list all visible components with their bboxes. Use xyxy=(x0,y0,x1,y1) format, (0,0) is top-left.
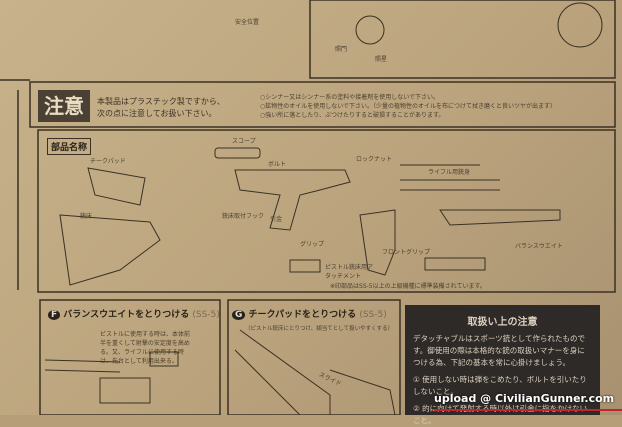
parts-title: 部品名称 xyxy=(47,138,92,155)
line-drawings xyxy=(0,0,616,415)
handling-body: デタッチャブルはスポーツ銃として作られたものです。御使用の際は本格的な銃の取扱い… xyxy=(413,334,586,367)
part-label: ライフル用銃身 xyxy=(428,169,471,176)
section-f-title: F バランスウエイトをとりつける (SS-5) xyxy=(48,307,220,320)
safety-position-label: 安全位置 xyxy=(235,19,260,26)
caution-note: ○強い所に落としたり、ぶつけたりすると破損することがあります。 xyxy=(260,112,445,119)
gun-parts-drawing xyxy=(44,2,603,415)
part-label: ピストル銃床用アタッチメント xyxy=(325,264,374,280)
caution-line-2: 次の点に注意してお扱い下さい。 xyxy=(97,109,217,118)
section-g-sub: （ピストル銃床にとりつけ、頬当てとして扱いやすくする） xyxy=(245,326,394,332)
handling-item: ① 使用しない時は弾をこめたり、ボルトを引いたりしないこと。 xyxy=(413,375,587,396)
parts-box xyxy=(37,129,616,293)
watermark-underline xyxy=(434,409,622,411)
part-label: ロックナット xyxy=(356,156,393,163)
handling-title: 取扱い上の注意 xyxy=(467,317,538,328)
part-label: 銃床 xyxy=(80,213,93,220)
part-label: チークパッド xyxy=(90,158,126,165)
caution-heading: 注意 xyxy=(38,90,90,122)
section-g-title: G チークパッドをとりつける (SS-5) xyxy=(232,307,387,320)
part-label: 引金 xyxy=(270,216,283,223)
part-label: ボルト xyxy=(268,161,287,168)
handling-item: ② 的に向けて発射する時以外は引金に指をかけないこと。 xyxy=(413,404,587,425)
rear-sight-label: 照門 xyxy=(335,46,348,53)
section-badge: G xyxy=(232,310,246,320)
section-badge: F xyxy=(48,310,61,320)
caution-line-1: 本製品はプラスチック製ですから、 xyxy=(97,97,225,106)
watermark: upload @ CivilianGunner.com xyxy=(434,392,615,405)
part-label: フロントグリップ xyxy=(382,249,431,256)
section-f-body: ピストルに使用する時は、本体前半を重くして射撃の安定度を高める。又、ライフルに使… xyxy=(100,331,191,365)
part-label: 銃床取付フック xyxy=(222,213,265,220)
parts-footnote: ※印部品はSS-5以上の上級機種に標準装備されています。 xyxy=(330,283,486,290)
caution-note: ○シンナー又はシンナー系の塗料や接着剤を使用しないで下さい。 xyxy=(260,94,440,101)
part-label: バランスウエイト xyxy=(515,243,563,250)
caution-note: ○鉱物性のオイルを使用しないで下さい。（少量の植物性のオイルを布につけて拭き磨く… xyxy=(260,103,557,110)
front-sight-label: 照星 xyxy=(375,56,388,63)
part-label: グリップ xyxy=(300,241,325,248)
caution-box xyxy=(29,81,616,128)
part-label: スコープ xyxy=(232,138,256,145)
handling-precautions-box: 取扱い上の注意 デタッチャブルはスポーツ銃として作られたものです。御使用の際は本… xyxy=(405,305,600,425)
